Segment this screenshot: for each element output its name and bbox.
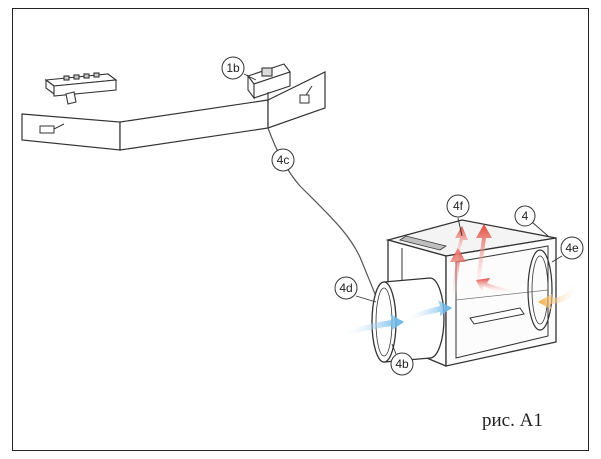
callout-4d: 4d <box>334 276 358 300</box>
callout-4b: 4b <box>390 352 414 376</box>
label-4f: 4f <box>453 199 464 213</box>
label-4: 4 <box>522 209 529 223</box>
label-1b: 1b <box>226 61 240 75</box>
panel-symbol-right <box>299 85 313 104</box>
callout-leaders <box>243 73 563 355</box>
hot-arrow-3 <box>454 226 468 262</box>
callout-1b: 1b <box>221 56 245 80</box>
front-cover-part <box>44 72 118 105</box>
warm-arrow <box>538 284 580 310</box>
hot-arrow-4 <box>476 278 512 294</box>
controller-1b <box>247 63 291 102</box>
panel-symbol-left <box>39 123 65 134</box>
label-4c: 4c <box>277 153 290 167</box>
label-4d: 4d <box>339 281 352 295</box>
cold-arrow-1 <box>340 314 404 338</box>
callout-4f: 4f <box>446 194 470 218</box>
callout-4c: 4c <box>271 148 295 172</box>
airflow-arrows <box>340 224 580 338</box>
hot-arrow-1 <box>450 248 466 302</box>
hot-arrow-2 <box>476 224 492 296</box>
callout-4e: 4e <box>560 236 584 260</box>
label-4e: 4e <box>565 241 579 255</box>
callout-4: 4 <box>514 205 536 227</box>
figure-frame <box>12 8 589 451</box>
outlet-ring-4e <box>527 249 553 331</box>
figure-caption: рис. A1 <box>482 410 543 431</box>
label-4b: 4b <box>395 357 409 371</box>
cold-arrow-2 <box>404 300 452 322</box>
wall-panel <box>21 71 326 151</box>
